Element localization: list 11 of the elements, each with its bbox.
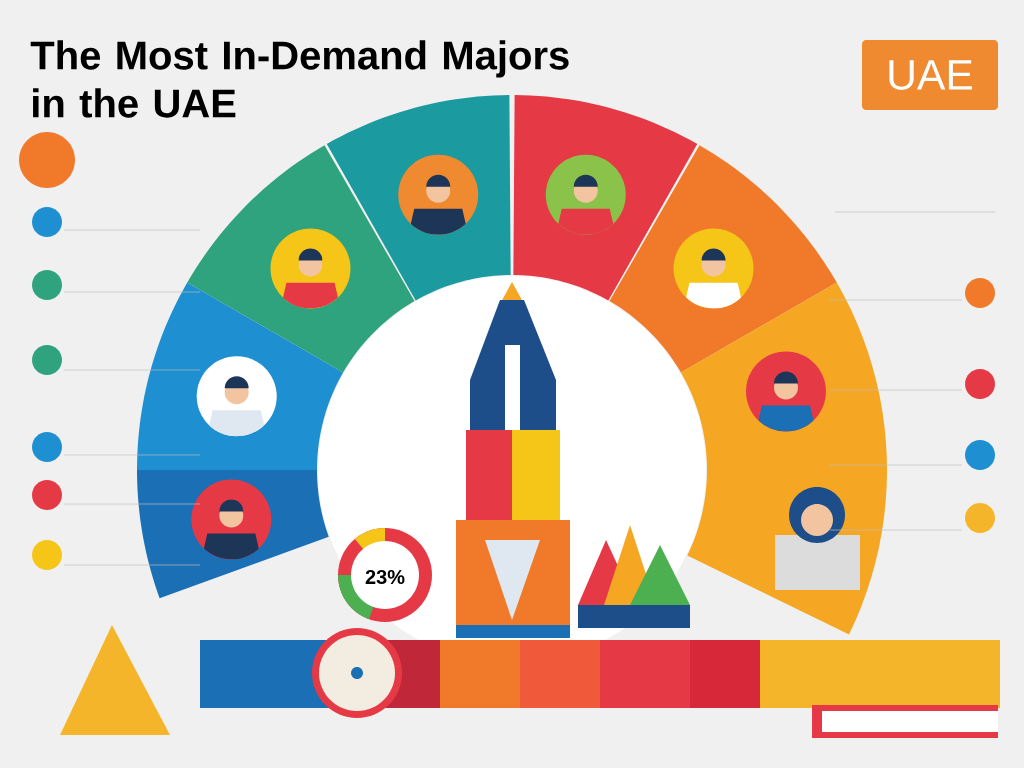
person-drawing bbox=[775, 487, 860, 590]
avatar-icon bbox=[545, 154, 626, 235]
country-badge: UAE bbox=[862, 40, 998, 110]
avatar-icon bbox=[673, 228, 754, 309]
avatar-icon bbox=[270, 228, 351, 309]
avatar-icon bbox=[191, 479, 272, 560]
title: The Most In-Demand Majors in the UAE bbox=[30, 40, 569, 118]
donut-chart: 23% bbox=[338, 528, 432, 622]
avatar-icon bbox=[196, 356, 277, 437]
avatar-icon bbox=[745, 351, 826, 432]
avatar-icon bbox=[398, 154, 479, 235]
